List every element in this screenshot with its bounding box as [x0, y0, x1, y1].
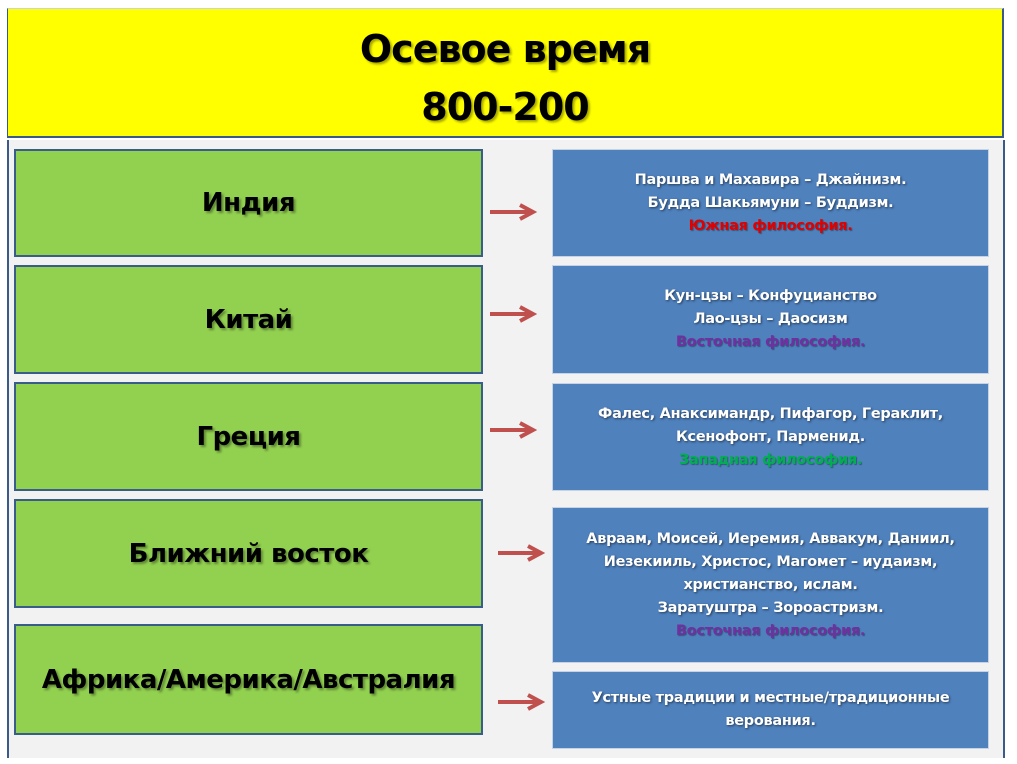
arrow-right-icon	[498, 693, 546, 711]
philosophy-label: Западная философия.	[678, 451, 863, 468]
detail-line: Кун-цзы – Конфуцианство	[664, 288, 877, 304]
detail-box-india: Паршва и Махавира – Джайнизм. Будда Шакь…	[552, 149, 989, 257]
detail-line: Ксенофонт, Парменид.	[676, 428, 865, 445]
detail-line: Будда Шакьямуни – Буддизм.	[647, 194, 894, 211]
detail-line: верования.	[725, 713, 816, 729]
philosophy-label: Восточная философия.	[675, 622, 866, 639]
region-box-near-east: Ближний восток	[14, 499, 483, 608]
detail-line: Иезекииль, Христос, Магомет – иудаизм,	[603, 553, 938, 570]
detail-box-china: Кун-цзы – Конфуцианство Лао-цзы – Даосиз…	[552, 265, 989, 374]
region-box-india: Индия	[14, 149, 483, 257]
detail-line: Устные традиции и местные/традиционные	[591, 690, 950, 706]
detail-line: Паршва и Махавира – Джайнизм.	[634, 171, 907, 188]
arrow-right-icon	[490, 305, 538, 323]
arrow-right-icon	[490, 421, 538, 439]
detail-line: Фалес, Анаксимандр, Пифагор, Гераклит,	[597, 405, 943, 422]
region-label: Греция	[196, 421, 302, 452]
region-label: Африка/Америка/Австралия	[41, 664, 456, 695]
region-box-africa-america-australia: Африка/Америка/Австралия	[14, 624, 483, 735]
detail-line: Лао-цзы – Даосизм	[693, 311, 848, 327]
title-banner: Осевое время 800-200	[7, 8, 1004, 138]
arrow-right-icon	[498, 544, 546, 562]
detail-box-near-east: Авраам, Моисей, Иеремия, Аввакум, Даниил…	[552, 507, 989, 663]
philosophy-label: Восточная философия.	[675, 334, 866, 350]
detail-line: Авраам, Моисей, Иеремия, Аввакум, Даниил…	[586, 530, 955, 547]
region-label: Ближний восток	[128, 538, 369, 569]
detail-box-africa-america-australia: Устные традиции и местные/традиционные в…	[552, 671, 989, 749]
philosophy-label: Южная философия.	[688, 217, 853, 234]
region-box-china: Китай	[14, 265, 483, 374]
arrow-right-icon	[490, 203, 538, 221]
region-label: Китай	[204, 304, 293, 335]
region-box-greece: Греция	[14, 382, 483, 491]
title-period: 800-200	[421, 85, 589, 129]
detail-line: Заратуштра – Зороастризм.	[657, 599, 884, 616]
title-main: Осевое время	[359, 27, 651, 71]
detail-line: христианство, ислам.	[683, 576, 858, 593]
detail-box-greece: Фалес, Анаксимандр, Пифагор, Гераклит, К…	[552, 383, 989, 491]
region-label: Индия	[201, 188, 296, 218]
